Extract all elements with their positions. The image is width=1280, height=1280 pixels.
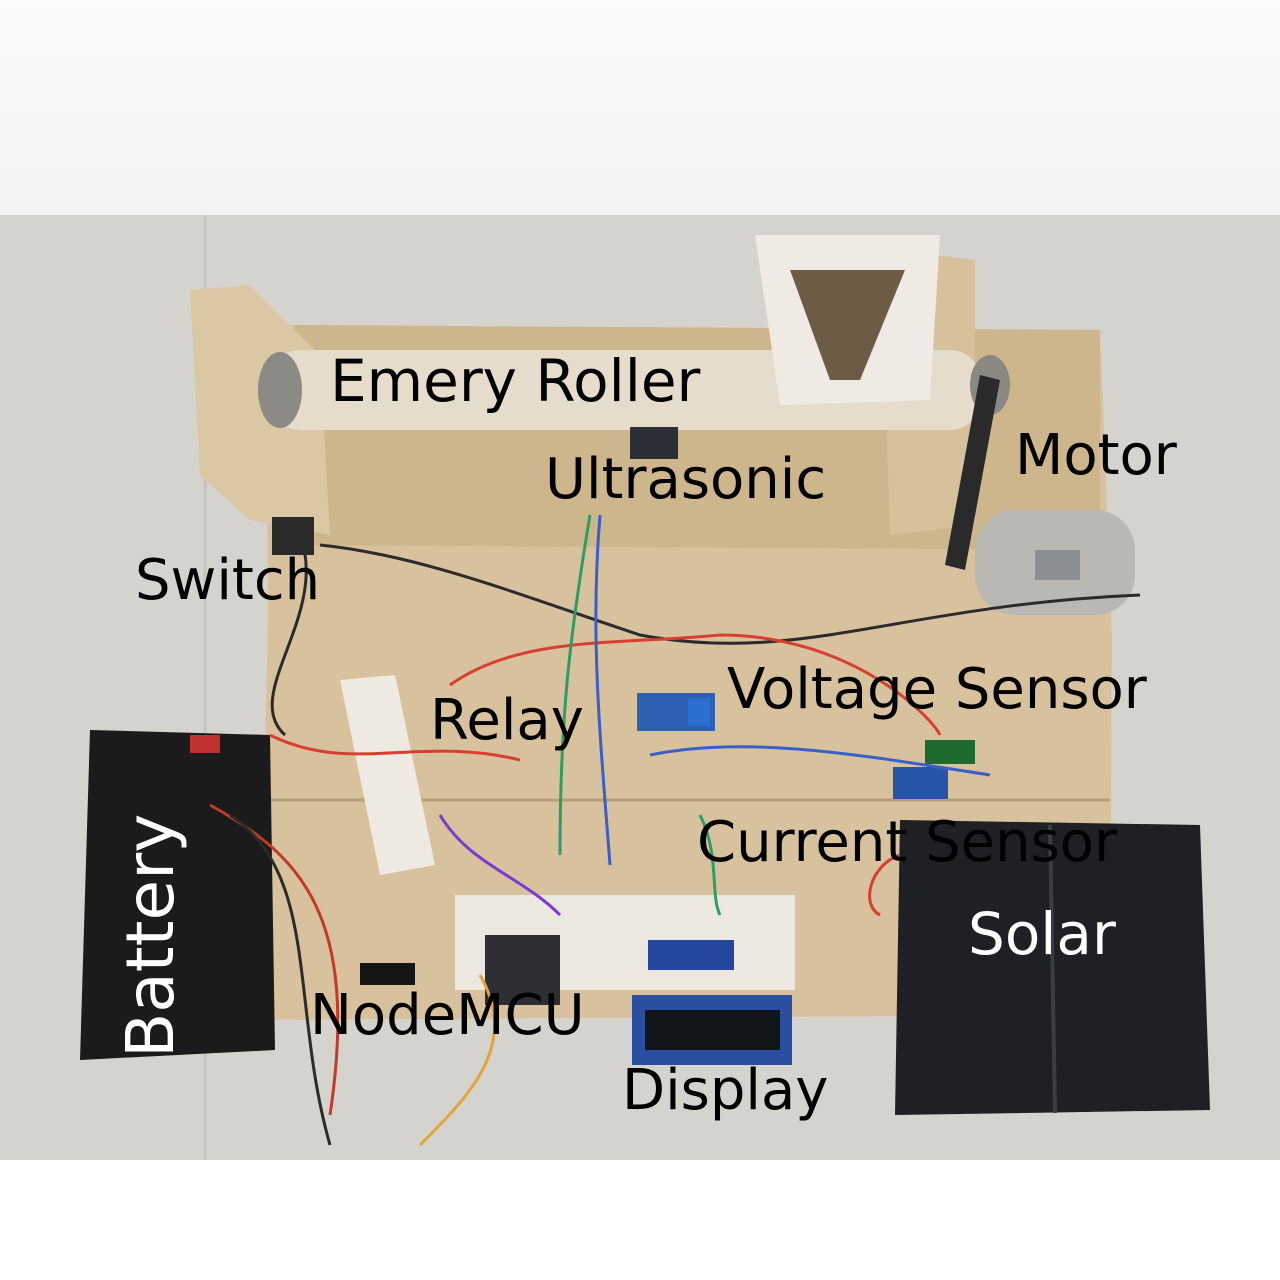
label-ultrasonic: Ultrasonic (545, 447, 827, 512)
label-relay: Relay (430, 688, 584, 753)
seven-segment-display (360, 963, 415, 985)
prototype-photo (0, 215, 1280, 1160)
label-motor: Motor (1015, 423, 1177, 488)
label-battery: Battery (112, 813, 189, 1058)
battery (80, 730, 275, 1060)
ultrasonic-sensor (630, 427, 678, 459)
label-emery-roller: Emery Roller (330, 347, 701, 415)
switch-box (272, 517, 314, 555)
motor-belt (945, 375, 1000, 570)
bottom-white-area (0, 1160, 1280, 1280)
current-sensor-module (893, 767, 948, 799)
label-current-sensor: Current Sensor (697, 810, 1118, 875)
arduino-nano (648, 940, 734, 970)
left-roller-stand (190, 285, 330, 535)
label-voltage-sensor: Voltage Sensor (727, 657, 1147, 722)
label-display: Display (622, 1058, 829, 1123)
voltage-sensor-module (925, 740, 975, 764)
label-solar: Solar (968, 900, 1116, 968)
label-nodemcu: NodeMCU (310, 983, 585, 1048)
label-switch: Switch (135, 548, 321, 613)
faded-top-area (0, 0, 1280, 215)
